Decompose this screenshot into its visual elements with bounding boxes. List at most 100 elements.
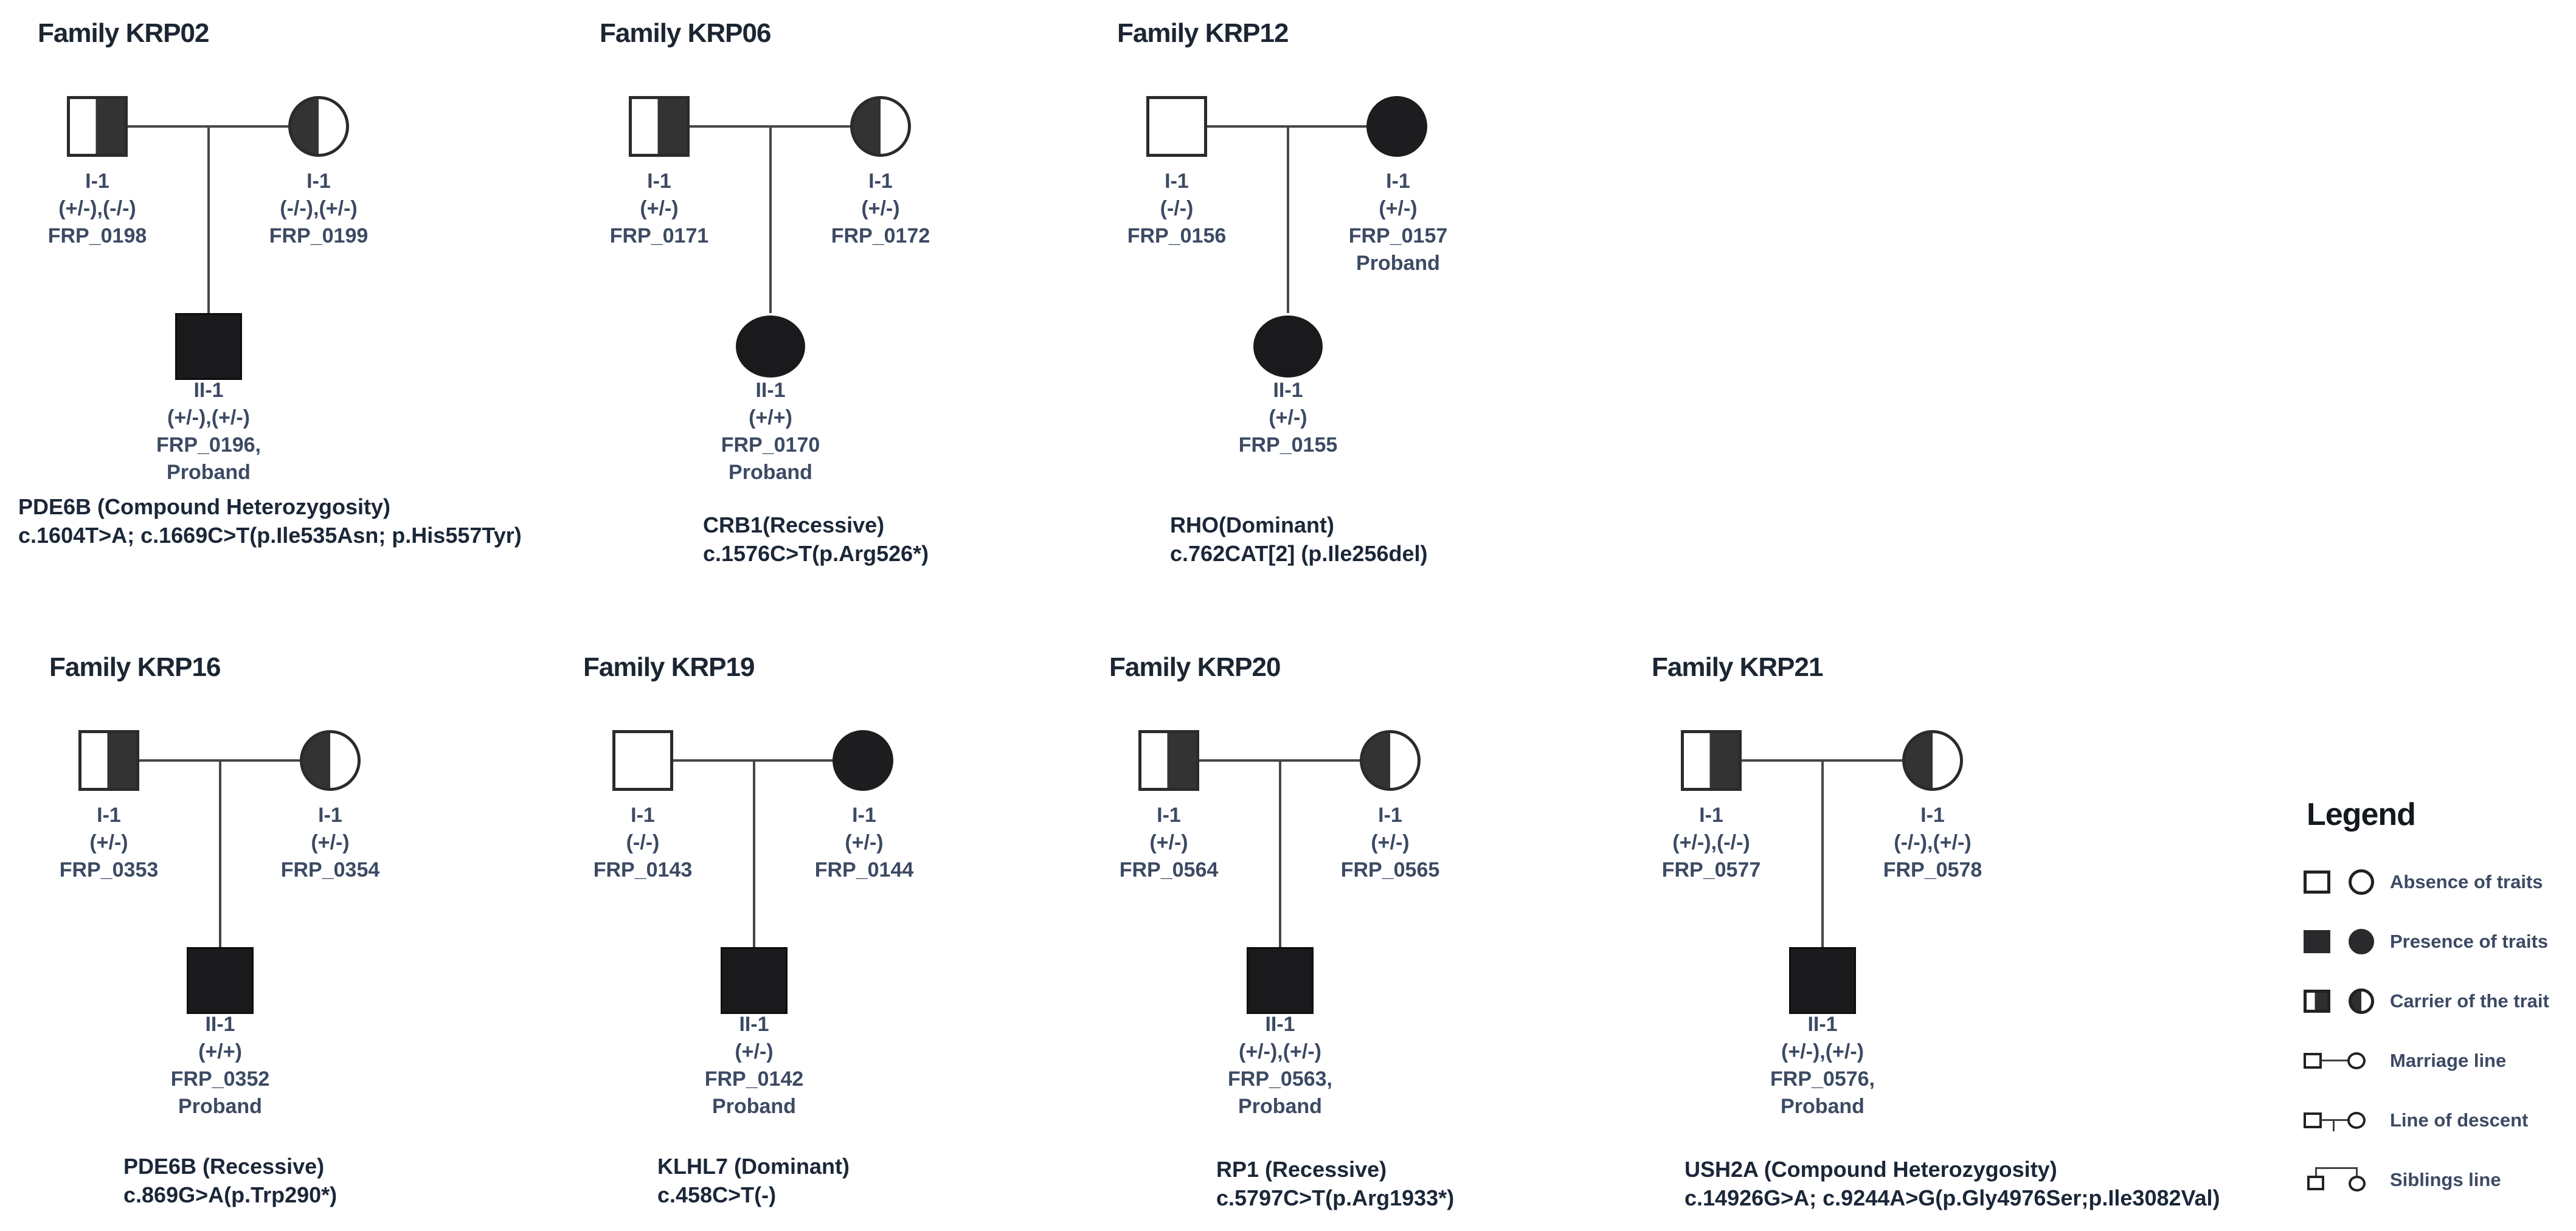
mother-label: I-1 (+/-) FRP_0354	[203, 802, 458, 884]
genotype: (+/-)	[311, 831, 350, 854]
genotype: (+/-)	[1269, 406, 1307, 429]
sample-id: FRP_0564	[1119, 858, 1219, 881]
marriage-line-circle-icon	[2347, 1052, 2366, 1069]
genotype: (+/+)	[198, 1040, 242, 1063]
father-label: I-1 (+/-) FRP_0171	[531, 168, 787, 250]
genotype: (+/-)	[1371, 831, 1410, 854]
child-affected-circle-icon	[736, 316, 805, 378]
sample-id: FRP_0354	[280, 858, 380, 881]
person-id: I-1	[852, 804, 876, 827]
father-label: I-1 (-/-) FRP_0143	[515, 802, 770, 884]
family-pedigree-krp20: Family KRP20 I-1 (+/-) FRP_0564 I-1 (+/-…	[1098, 647, 1682, 1231]
family-pedigree-krp16: Family KRP16 I-1 (+/-) FRP_0353 I-1 (+/-…	[38, 647, 622, 1231]
family-pedigree-krp12: Family KRP12 I-1 (-/-) FRP_0156 I-1 (+/-…	[1106, 13, 1690, 597]
filled-circle-icon	[2349, 929, 2374, 954]
gene-variant: c.14926G>A; c.9244A>G(p.Gly4976Ser;p.Ile…	[1684, 1185, 2220, 1210]
gene-annotation: PDE6B (Recessive) c.869G>A(p.Trp290*)	[123, 1152, 337, 1209]
siblings-bracket-left	[2315, 1167, 2317, 1176]
gene-variant: c.458C>T(-)	[657, 1182, 777, 1207]
siblings-square-icon	[2307, 1176, 2324, 1190]
legend-item-line-of-descent: Line of descent	[2299, 1108, 2576, 1134]
sample-id: FRP_0156	[1127, 224, 1227, 247]
empty-square-icon	[2304, 871, 2330, 894]
line-of-descent	[1279, 760, 1281, 947]
gene-annotation: CRB1(Recessive) c.1576C>T(p.Arg526*)	[703, 511, 929, 568]
gene-variant: c.1604T>A; c.1669C>T(p.Ile535Asn; p.His5…	[18, 523, 522, 548]
person-id: I-1	[1378, 804, 1402, 827]
father-label: I-1 (+/-),(-/-) FRP_0198	[0, 168, 225, 250]
mother-carrier-circle-icon	[300, 730, 361, 791]
legend-item-label: Absence of traits	[2390, 871, 2543, 892]
person-id: I-1	[868, 170, 893, 193]
person-id: I-1	[318, 804, 342, 827]
child-label: II-1 (+/-),(+/-) FRP_0196, Proband	[81, 377, 336, 486]
father-unaffected-square-icon	[612, 730, 673, 791]
person-id: I-1	[1157, 804, 1181, 827]
line-of-descent	[1821, 760, 1824, 947]
sample-id: FRP_0143	[593, 858, 693, 881]
genotype: (+/-)	[735, 1040, 774, 1063]
gene-name: CRB1(Recessive)	[703, 512, 885, 537]
family-pedigree-krp06: Family KRP06 I-1 (+/-) FRP_0171 I-1 (+/-…	[589, 13, 1172, 597]
genotype: (+/+)	[749, 406, 792, 429]
sample-id: FRP_0577	[1661, 858, 1761, 881]
proband-tag: Proband	[1356, 252, 1440, 275]
father-carrier-square-icon	[1681, 730, 1742, 791]
legend-item-siblings-line: Siblings line	[2299, 1167, 2576, 1194]
person-id: II-1	[193, 379, 224, 402]
person-id: I-1	[97, 804, 121, 827]
child-affected-square-icon	[187, 947, 254, 1014]
marriage-line-icon	[2304, 1053, 2322, 1069]
person-id: I-1	[631, 804, 655, 827]
siblings-bracket-right	[2356, 1167, 2358, 1176]
sample-id: FRP_0198	[47, 224, 147, 247]
genotype: (-/-)	[626, 831, 660, 854]
person-id: I-1	[306, 170, 331, 193]
proband-tag: Proband	[167, 461, 251, 484]
sample-id: FRP_0172	[831, 224, 930, 247]
child-label: II-1 (+/-),(+/-) FRP_0563, Proband	[1152, 1011, 1408, 1120]
mother-label: I-1 (-/-),(+/-) FRP_0578	[1805, 802, 2060, 884]
half-filled-square-icon	[2304, 990, 2330, 1013]
legend-title: Legend	[2307, 797, 2416, 832]
sample-id: FRP_0199	[269, 224, 369, 247]
child-label: II-1 (+/-) FRP_0142 Proband	[626, 1011, 882, 1120]
legend-item-absence: Absence of traits	[2299, 869, 2576, 896]
sample-id: FRP_0144	[814, 858, 914, 881]
mother-label: I-1 (+/-) FRP_0157 Proband	[1270, 168, 1526, 277]
sample-id: FRP_0157	[1348, 224, 1448, 247]
person-id: II-1	[1273, 379, 1303, 402]
gene-annotation: PDE6B (Compound Heterozygosity) c.1604T>…	[18, 492, 522, 550]
gene-name: PDE6B (Compound Heterozygosity)	[18, 494, 391, 519]
line-of-descent	[753, 760, 755, 947]
line-of-descent	[1287, 126, 1289, 313]
child-label: II-1 (+/+) FRP_0170 Proband	[643, 377, 898, 486]
genotype: (-/-),(+/-)	[280, 197, 358, 220]
father-carrier-square-icon	[629, 96, 690, 157]
family-title: Family KRP21	[1652, 652, 1823, 682]
gene-name: RP1 (Recessive)	[1216, 1157, 1387, 1182]
person-id: I-1	[647, 170, 671, 193]
mother-label: I-1 (+/-) FRP_0172	[753, 168, 1008, 250]
sample-id: FRP_0353	[59, 858, 159, 881]
proband-tag: Proband	[712, 1095, 796, 1118]
mother-carrier-circle-icon	[1902, 730, 1963, 791]
gene-annotation: USH2A (Compound Heterozygosity) c.14926G…	[1684, 1155, 2220, 1212]
genotype: (+/-),(-/-)	[1672, 831, 1750, 854]
child-label: II-1 (+/-) FRP_0155	[1160, 377, 1416, 459]
child-label: II-1 (+/-),(+/-) FRP_0576, Proband	[1695, 1011, 1950, 1120]
child-affected-circle-icon	[1253, 316, 1323, 378]
person-id: II-1	[1807, 1013, 1838, 1036]
genotype: (+/-)	[861, 197, 900, 220]
half-filled-circle-icon	[2349, 988, 2374, 1014]
genotype: (+/-),(+/-)	[167, 406, 250, 429]
mother-carrier-circle-icon	[288, 96, 349, 157]
mother-carrier-circle-icon	[850, 96, 911, 157]
legend-item-marriage-line: Marriage line	[2299, 1048, 2576, 1075]
person-id: I-1	[1386, 170, 1410, 193]
family-pedigree-krp19: Family KRP19 I-1 (-/-) FRP_0143 I-1 (+/-…	[572, 647, 1156, 1231]
gene-variant: c.762CAT[2] (p.Ile256del)	[1170, 541, 1428, 566]
genotype: (+/-),(+/-)	[1239, 1040, 1321, 1063]
legend-item-label: Marriage line	[2390, 1050, 2507, 1071]
person-id: I-1	[1920, 804, 1945, 827]
